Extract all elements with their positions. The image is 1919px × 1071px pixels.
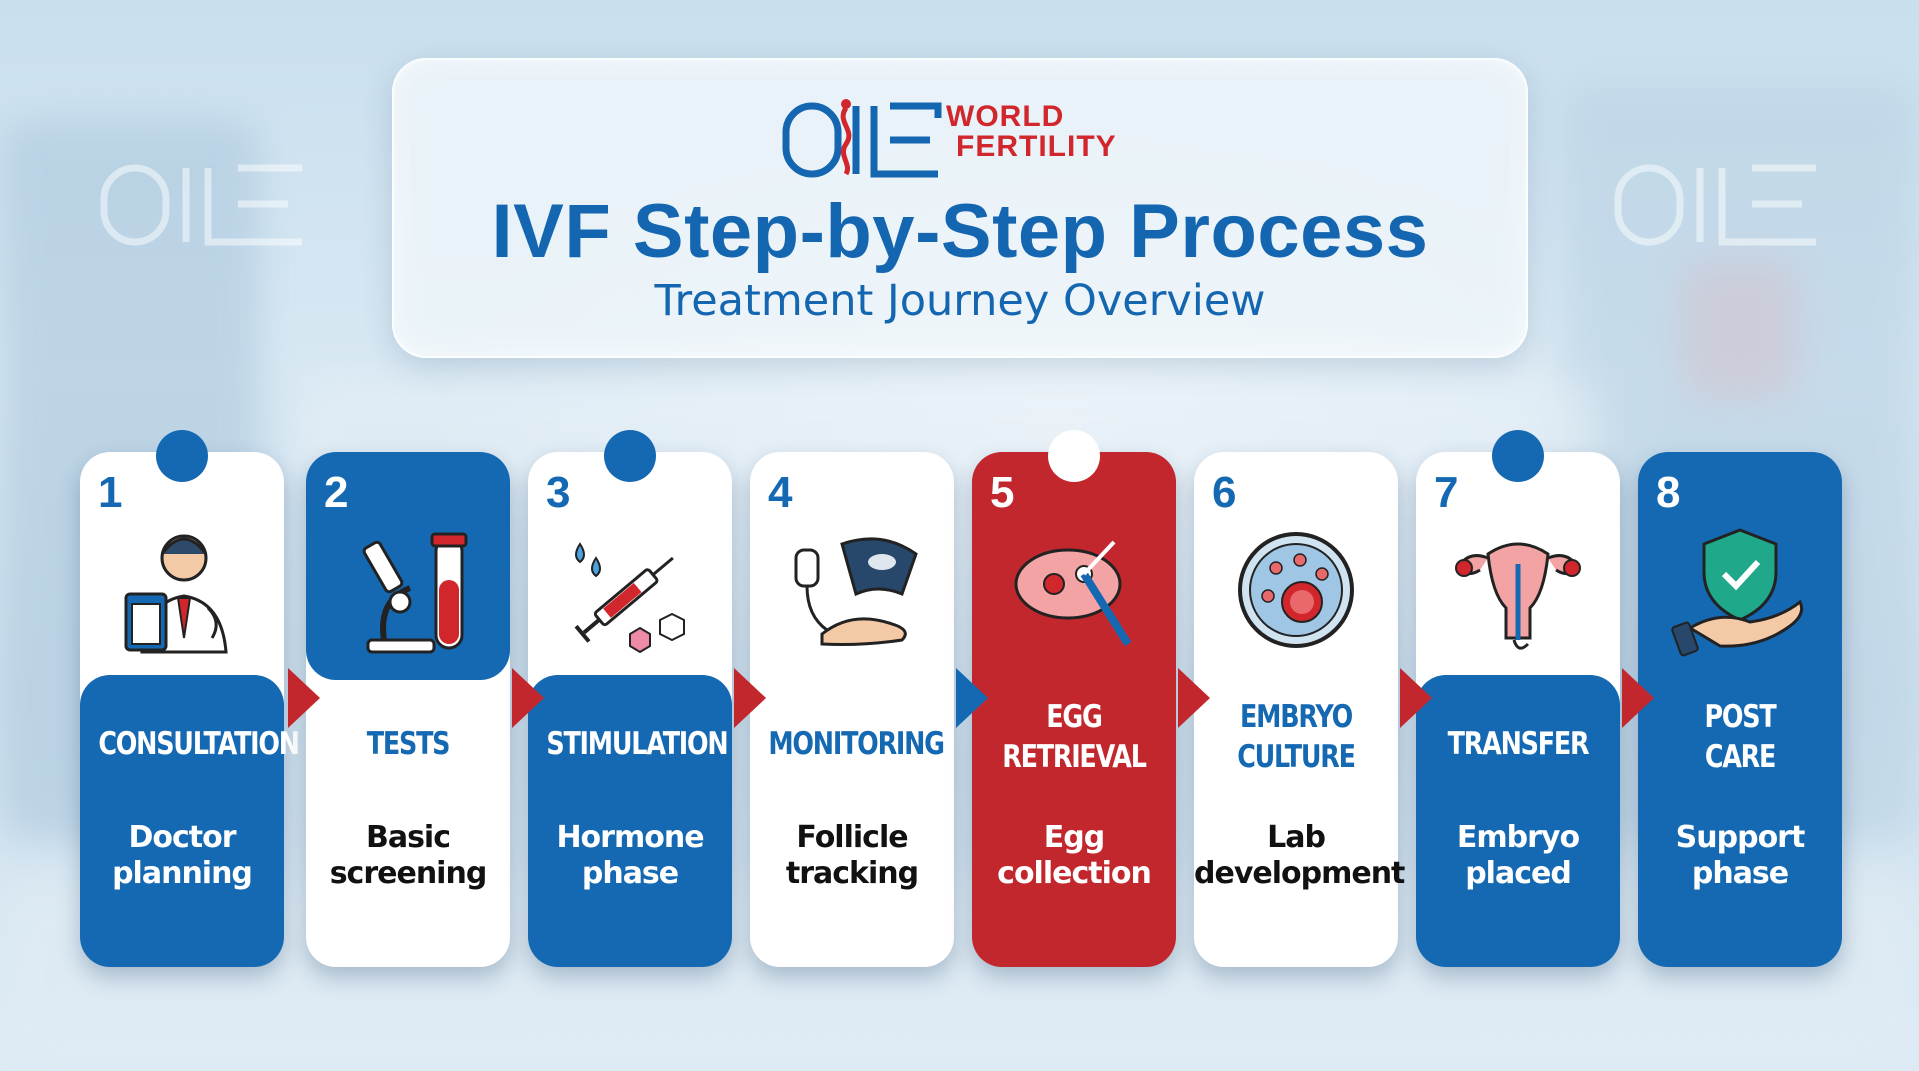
title-line: EMBRYO <box>1240 699 1353 735</box>
desc-line: Hormone <box>556 820 704 855</box>
watermark-logo-icon <box>1614 164 1816 246</box>
desc-line: Doctor <box>128 820 236 855</box>
desc-line: screening <box>329 856 488 891</box>
ultrasound-icon <box>794 537 918 646</box>
card-tab <box>1048 430 1100 482</box>
step-card-stimulation: 3 STIMULATION Hormone phase <box>528 430 732 967</box>
title-line: RETRIEVAL <box>1002 739 1147 775</box>
title-line: CULTURE <box>1237 739 1356 775</box>
step-title: TRANSFER <box>1447 726 1590 762</box>
step-description: Egg collection <box>972 820 1176 892</box>
brand-line2: FERTILITY <box>956 130 1117 163</box>
chevron-right-icon <box>1178 668 1210 728</box>
step-card-egg-retrieval: 5 EGG RETRIEVAL Egg collection <box>972 430 1176 967</box>
step-description: Basic screening <box>306 820 510 892</box>
title-line: POST <box>1704 699 1777 735</box>
chevron-right-icon <box>1622 668 1654 728</box>
desc-line: planning <box>112 856 253 891</box>
step-number: 3 <box>546 468 571 517</box>
chevron-right-icon <box>288 668 320 728</box>
step-card-post-care: 8 POST CARE Support phase <box>1638 452 1842 967</box>
card-tab <box>604 430 656 482</box>
title-line: EGG <box>1046 699 1103 735</box>
card-panel <box>80 675 284 967</box>
desc-line: Support <box>1675 820 1806 855</box>
step-card-consultation: 1 CONSULTATION Doctor planning <box>80 430 300 967</box>
step-title: TESTS <box>366 726 451 762</box>
title-line: CARE <box>1704 739 1777 775</box>
step-title: STIMULATION <box>546 726 728 762</box>
step-card-tests: 2 TESTS Basic screening <box>306 452 510 967</box>
step-number: 1 <box>98 468 123 517</box>
step-number: 8 <box>1656 468 1681 517</box>
step-description: Hormone phase <box>528 820 732 892</box>
desc-line: placed <box>1465 856 1572 891</box>
desc-line: phase <box>581 856 679 891</box>
shield-hand-icon <box>1671 528 1804 657</box>
chevron-right-icon <box>956 668 988 728</box>
brand-line1: WORLD <box>946 100 1065 133</box>
page-title: IVF Step-by-Step Process <box>491 189 1429 274</box>
step-description: Lab development <box>1194 820 1405 892</box>
step-number: 5 <box>990 468 1015 517</box>
one-world-fertility-logo-icon <box>782 99 942 178</box>
petri-dish-icon <box>1238 532 1354 648</box>
step-title: POST CARE <box>1656 697 1823 777</box>
step-number: 6 <box>1212 468 1237 517</box>
background-blur <box>1680 260 1800 400</box>
step-description: Follicle tracking <box>750 820 954 892</box>
desc-line: tracking <box>785 856 919 891</box>
uterus-icon <box>1455 542 1581 650</box>
chevron-right-icon <box>1400 668 1432 728</box>
card-tab <box>1492 430 1544 482</box>
card-tab <box>156 430 208 482</box>
watermark-logo-icon <box>100 164 302 246</box>
brand-name: WORLD FERTILITY <box>946 102 1117 162</box>
desc-line: Follicle <box>796 820 908 855</box>
step-description: Doctor planning <box>80 820 284 892</box>
chevron-right-icon <box>734 668 766 728</box>
step-description: Embryo placed <box>1416 820 1620 892</box>
card-panel <box>1416 675 1620 967</box>
microscope-test-tube-icon <box>362 532 468 654</box>
step-card-transfer: 7 TRANSFER Embryo placed <box>1416 430 1620 967</box>
step-card-embryo-culture: 6 EMBRYO CULTURE Lab development <box>1194 452 1405 967</box>
step-card-monitoring: 4 MONITORING Follicle tracking <box>750 452 954 967</box>
desc-line: Embryo <box>1456 820 1580 855</box>
step-number: 7 <box>1434 468 1459 517</box>
step-title: EGG RETRIEVAL <box>990 697 1157 777</box>
page-subtitle: Treatment Journey Overview <box>654 276 1266 326</box>
desc-line: Lab <box>1267 820 1326 855</box>
card-panel <box>528 675 732 967</box>
chevron-right-icon <box>512 668 544 728</box>
syringe-icon <box>574 542 685 654</box>
desc-line: Egg <box>1043 820 1105 855</box>
step-number: 2 <box>324 468 349 517</box>
egg-retrieval-icon <box>1014 540 1132 647</box>
header-card: WORLD FERTILITY IVF Step-by-Step Process… <box>392 58 1528 358</box>
desc-line: collection <box>997 856 1152 891</box>
step-title: CONSULTATION <box>98 726 300 762</box>
step-description: Support phase <box>1638 820 1842 892</box>
step-title: EMBRYO CULTURE <box>1212 697 1379 777</box>
step-number: 4 <box>768 468 793 517</box>
doctor-icon <box>124 534 228 654</box>
desc-line: development <box>1194 856 1405 891</box>
step-title: MONITORING <box>768 726 945 762</box>
desc-line: Basic <box>365 820 451 855</box>
desc-line: phase <box>1691 856 1789 891</box>
